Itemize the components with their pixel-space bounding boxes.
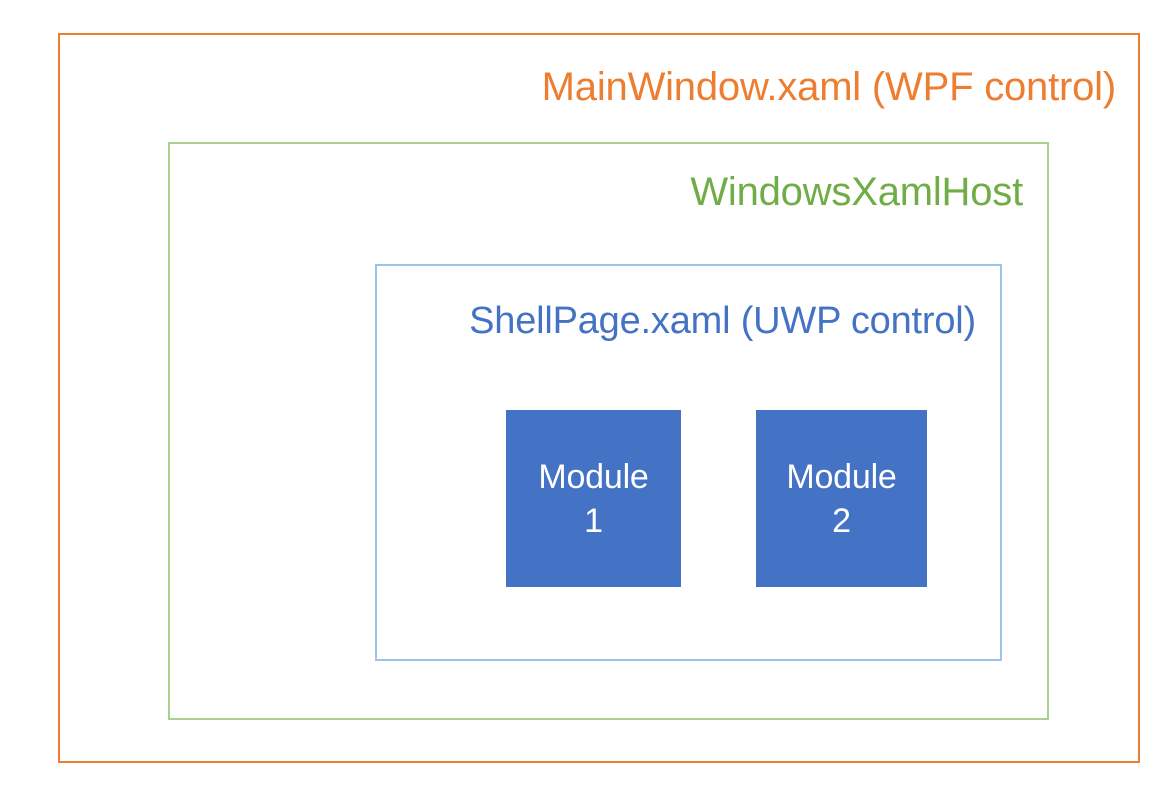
module-1-label: Module 1	[538, 457, 649, 540]
windowsxamlhost-container: WindowsXamlHost ShellPage.xaml (UWP cont…	[168, 142, 1049, 720]
module-2-block: Module 2	[756, 410, 927, 587]
mainwindow-label: MainWindow.xaml (WPF control)	[541, 65, 1117, 109]
shellpage-container: ShellPage.xaml (UWP control) Module 1 Mo…	[375, 264, 1002, 661]
module-1-block: Module 1	[506, 410, 681, 587]
shellpage-label: ShellPage.xaml (UWP control)	[469, 300, 976, 342]
windowsxamlhost-label: WindowsXamlHost	[690, 170, 1023, 214]
module-2-label: Module 2	[786, 457, 897, 540]
mainwindow-container: MainWindow.xaml (WPF control) WindowsXam…	[58, 33, 1140, 763]
